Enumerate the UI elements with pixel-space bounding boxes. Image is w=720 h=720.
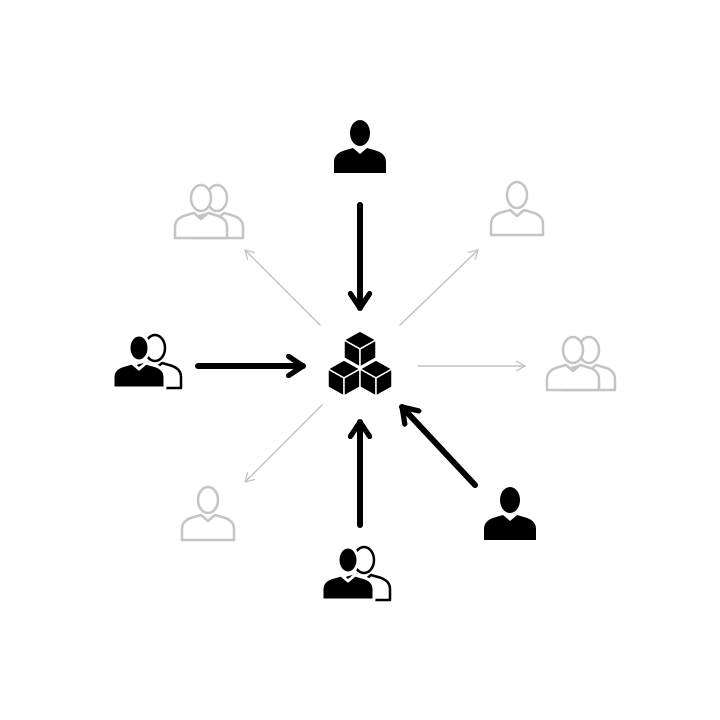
arrow-top-right bbox=[399, 249, 479, 326]
user-bottom-right-icon bbox=[484, 487, 536, 540]
arrow-bottom-right bbox=[399, 404, 478, 488]
user-bottom-left-icon bbox=[180, 485, 236, 542]
user-top-icon bbox=[334, 120, 386, 173]
cubes-icon bbox=[326, 330, 394, 398]
arrow-top-left bbox=[244, 249, 321, 326]
user-group-left-icon bbox=[111, 333, 183, 390]
user-top-right-icon bbox=[489, 180, 545, 237]
arrow-bottom-left bbox=[244, 404, 323, 483]
user-group-bottom-icon bbox=[320, 545, 392, 602]
user-group-right-icon bbox=[545, 335, 617, 392]
user-group-top-left-icon bbox=[173, 183, 245, 240]
